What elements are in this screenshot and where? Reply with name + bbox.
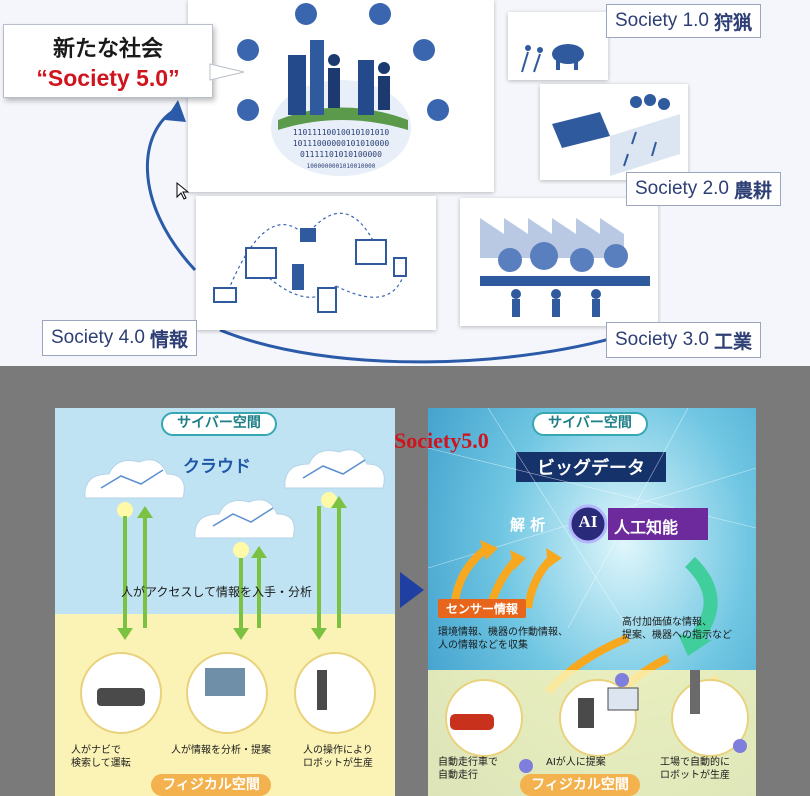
person-icon: [578, 698, 594, 728]
cycle-arrow: [145, 100, 641, 364]
society5-illustration: 11011110010010101010 1011100000010101000…: [188, 0, 494, 192]
sensor-line: 環境情報、機器の作動情報、: [438, 627, 568, 638]
caption-line: 自動走行車で: [438, 757, 498, 768]
laptop-icon: [213, 287, 237, 303]
caption-line: 工場で自動的に: [660, 757, 730, 768]
proposal-screen-icon: [607, 687, 639, 711]
current-society-panel: サイバー空間: [55, 408, 395, 796]
home-office-icon: [355, 239, 387, 265]
value-line: 高付加価値な情報、: [622, 617, 712, 628]
value-info-text: 高付加価値な情報、 提案、機器への指示など: [622, 616, 732, 642]
graduation-cap-icon: [427, 99, 449, 121]
music-icon: [295, 3, 317, 25]
caption-ai-proposal: AIが人に提案: [546, 756, 606, 769]
robot-arm-icon: [317, 670, 327, 710]
server-icon: [292, 264, 304, 290]
society-evolution-panel: 11011110010010101010 1011100000010101000…: [0, 0, 810, 366]
sensor-info-text: 環境情報、機器の作動情報、 人の情報などを収集: [438, 626, 568, 652]
ai-label: 人工知能: [614, 518, 679, 537]
caption-line: 検索して運転: [71, 758, 131, 769]
caption-line: 人の操作により: [303, 745, 373, 756]
callout-pointer: [209, 63, 245, 81]
stage-label: 農耕: [734, 180, 773, 202]
society4-illustration: [196, 196, 436, 330]
stage-name: Society 1.0: [615, 10, 709, 31]
ai-badge-icon: [615, 673, 629, 687]
cyber-space-pill: サイバー空間: [161, 412, 277, 436]
caption-autonomous-driving: 自動走行車で 自動走行: [438, 756, 498, 782]
caption-line: 自動走行: [438, 770, 478, 781]
factory-icon: [413, 39, 435, 61]
caption-auto-factory: 工場で自動的に ロボットが生産: [660, 756, 730, 782]
sensor-line: 人の情報などを収集: [438, 640, 528, 651]
society5-title: Society5.0: [394, 428, 489, 453]
desktop-user-icon: [245, 247, 277, 279]
caption-line: 人がナビで: [71, 745, 121, 756]
stage-label: 工業: [714, 331, 753, 353]
society5-panel: サイバー空間 Society5.0 ビッグ: [394, 407, 757, 796]
monitor-icon: [205, 668, 245, 696]
phone-icon: [393, 257, 407, 277]
binary-line-3: 01111101010100000: [300, 150, 382, 159]
callout-title: 新たな社会: [52, 36, 163, 61]
cyber-space-pill: サイバー空間: [532, 412, 648, 436]
ai-badge-icon: [733, 739, 747, 753]
autonomous-car-icon: [450, 714, 494, 730]
sensor-info-tag: センサー情報: [438, 599, 527, 618]
caption-line: 人が情報を分析・提案: [171, 745, 271, 756]
ai-badge: AI: [578, 512, 598, 531]
binary-line-1: 11011110010010101010: [293, 128, 390, 137]
caption-line: ロボットが生産: [303, 758, 373, 769]
stage-name: Society 2.0: [635, 178, 729, 199]
transition-arrow-icon: [400, 572, 424, 608]
caption-line: AIが人に提案: [546, 757, 606, 768]
physical-space-pill: フィジカル空間: [151, 774, 271, 796]
stage-label: 狩猟: [714, 12, 753, 34]
caption-analysis: 人が情報を分析・提案: [171, 744, 271, 757]
binary-line-4: 1000000001010010000: [307, 163, 376, 170]
tablet-icon: [317, 287, 337, 313]
society2-illustration: [540, 84, 688, 180]
stage-name: Society 3.0: [615, 329, 709, 350]
ai-badge-icon: [519, 759, 533, 773]
mouse-cursor-icon: [176, 181, 190, 200]
analysis-label: 解 析: [510, 516, 546, 534]
stage-label: 情報: [150, 329, 189, 351]
callout-subtitle: “Society 5.0”: [36, 65, 180, 91]
physical-space-pill: フィジカル空間: [520, 774, 640, 796]
value-line: 提案、機器への指示など: [622, 630, 732, 641]
bigdata-label: ビッグデータ: [537, 458, 645, 479]
capsule-icon: [369, 3, 391, 25]
cloud-label: クラウド: [183, 457, 251, 477]
binary-line-2: 10111000000101010000: [293, 139, 390, 148]
caption-navi: 人がナビで 検索して運転: [71, 744, 131, 770]
caption-line: ロボットが生産: [660, 770, 730, 781]
caption-robot-manual: 人の操作により ロボットが生産: [303, 744, 373, 770]
car-icon: [97, 688, 145, 706]
auto-robot-arm-icon: [690, 670, 700, 714]
stage-name: Society 4.0: [51, 327, 145, 348]
heart-icon: [237, 99, 259, 121]
access-text: 人がアクセスして情報を入手・分析: [121, 585, 313, 599]
computer-icon: [300, 228, 316, 242]
society1-illustration: [508, 12, 608, 80]
scale-icon: [237, 39, 259, 61]
cloud-diagram: [55, 449, 395, 796]
society5-callout: 新たな社会 “Society 5.0”: [3, 24, 213, 98]
society3-illustration: [460, 198, 658, 326]
